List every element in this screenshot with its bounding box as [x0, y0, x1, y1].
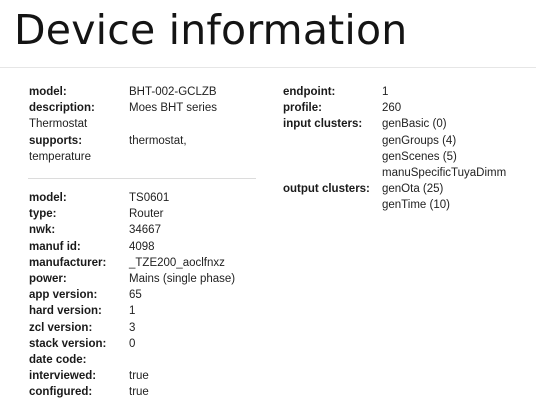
- device-field-value: 3: [129, 321, 136, 334]
- device-field-value: true: [129, 370, 149, 383]
- device-field-value: TS0601: [129, 192, 170, 204]
- device-field-label: interviewed:: [29, 370, 97, 383]
- title-divider: [0, 67, 536, 68]
- device-field-label: model:: [29, 192, 67, 204]
- input-clusters-label: input clusters:: [283, 118, 363, 131]
- device-field-label: power:: [29, 272, 67, 285]
- endpoint-value: 1: [382, 86, 389, 98]
- device-field-label: manufacturer:: [29, 256, 107, 269]
- device-field-label: hard version:: [29, 305, 102, 318]
- device-field-label: nwk:: [29, 224, 56, 237]
- input-cluster-item: genBasic (0): [382, 118, 447, 131]
- device-field-label: zcl version:: [29, 321, 93, 334]
- output-cluster-item: genOta (25): [382, 183, 444, 196]
- device-field-label: stack version:: [29, 337, 107, 350]
- section-divider: [28, 178, 256, 179]
- device-field-value: 0: [129, 337, 136, 350]
- output-cluster-item: genTime (10): [382, 199, 450, 212]
- device-field-value: 4098: [129, 240, 155, 253]
- model-value: BHT-002-GCLZB: [129, 86, 217, 98]
- device-field-label: configured:: [29, 386, 93, 399]
- input-cluster-item: genScenes (5): [382, 150, 457, 163]
- description-value: Moes BHT series: [129, 102, 217, 115]
- device-field-label: type:: [29, 208, 57, 221]
- device-field-label: app version:: [29, 289, 98, 302]
- input-cluster-item: genGroups (4): [382, 134, 457, 147]
- supports-value-continued: temperature: [29, 150, 92, 163]
- description-value-continued: Thermostat: [29, 118, 88, 131]
- endpoint-label: endpoint:: [283, 86, 336, 98]
- device-field-value: true: [129, 386, 149, 399]
- page-title: Device information: [14, 6, 408, 54]
- profile-label: profile:: [283, 102, 322, 115]
- device-field-value: Router: [129, 208, 164, 221]
- device-field-label: manuf id:: [29, 240, 81, 253]
- model-label: model:: [29, 86, 67, 98]
- supports-label: supports:: [29, 134, 83, 147]
- description-label: description:: [29, 102, 95, 115]
- device-field-value: 34667: [129, 224, 161, 237]
- output-clusters-label: output clusters:: [283, 183, 370, 196]
- device-field-value: Mains (single phase): [129, 272, 236, 285]
- profile-value: 260: [382, 102, 402, 115]
- device-field-value: 1: [129, 305, 136, 318]
- device-field-value: 65: [129, 289, 142, 302]
- input-cluster-item: manuSpecificTuyaDimm: [382, 166, 507, 179]
- supports-value: thermostat,: [129, 134, 187, 147]
- device-field-label: date code:: [29, 353, 87, 366]
- device-field-value: _TZE200_aoclfnxz: [129, 256, 225, 269]
